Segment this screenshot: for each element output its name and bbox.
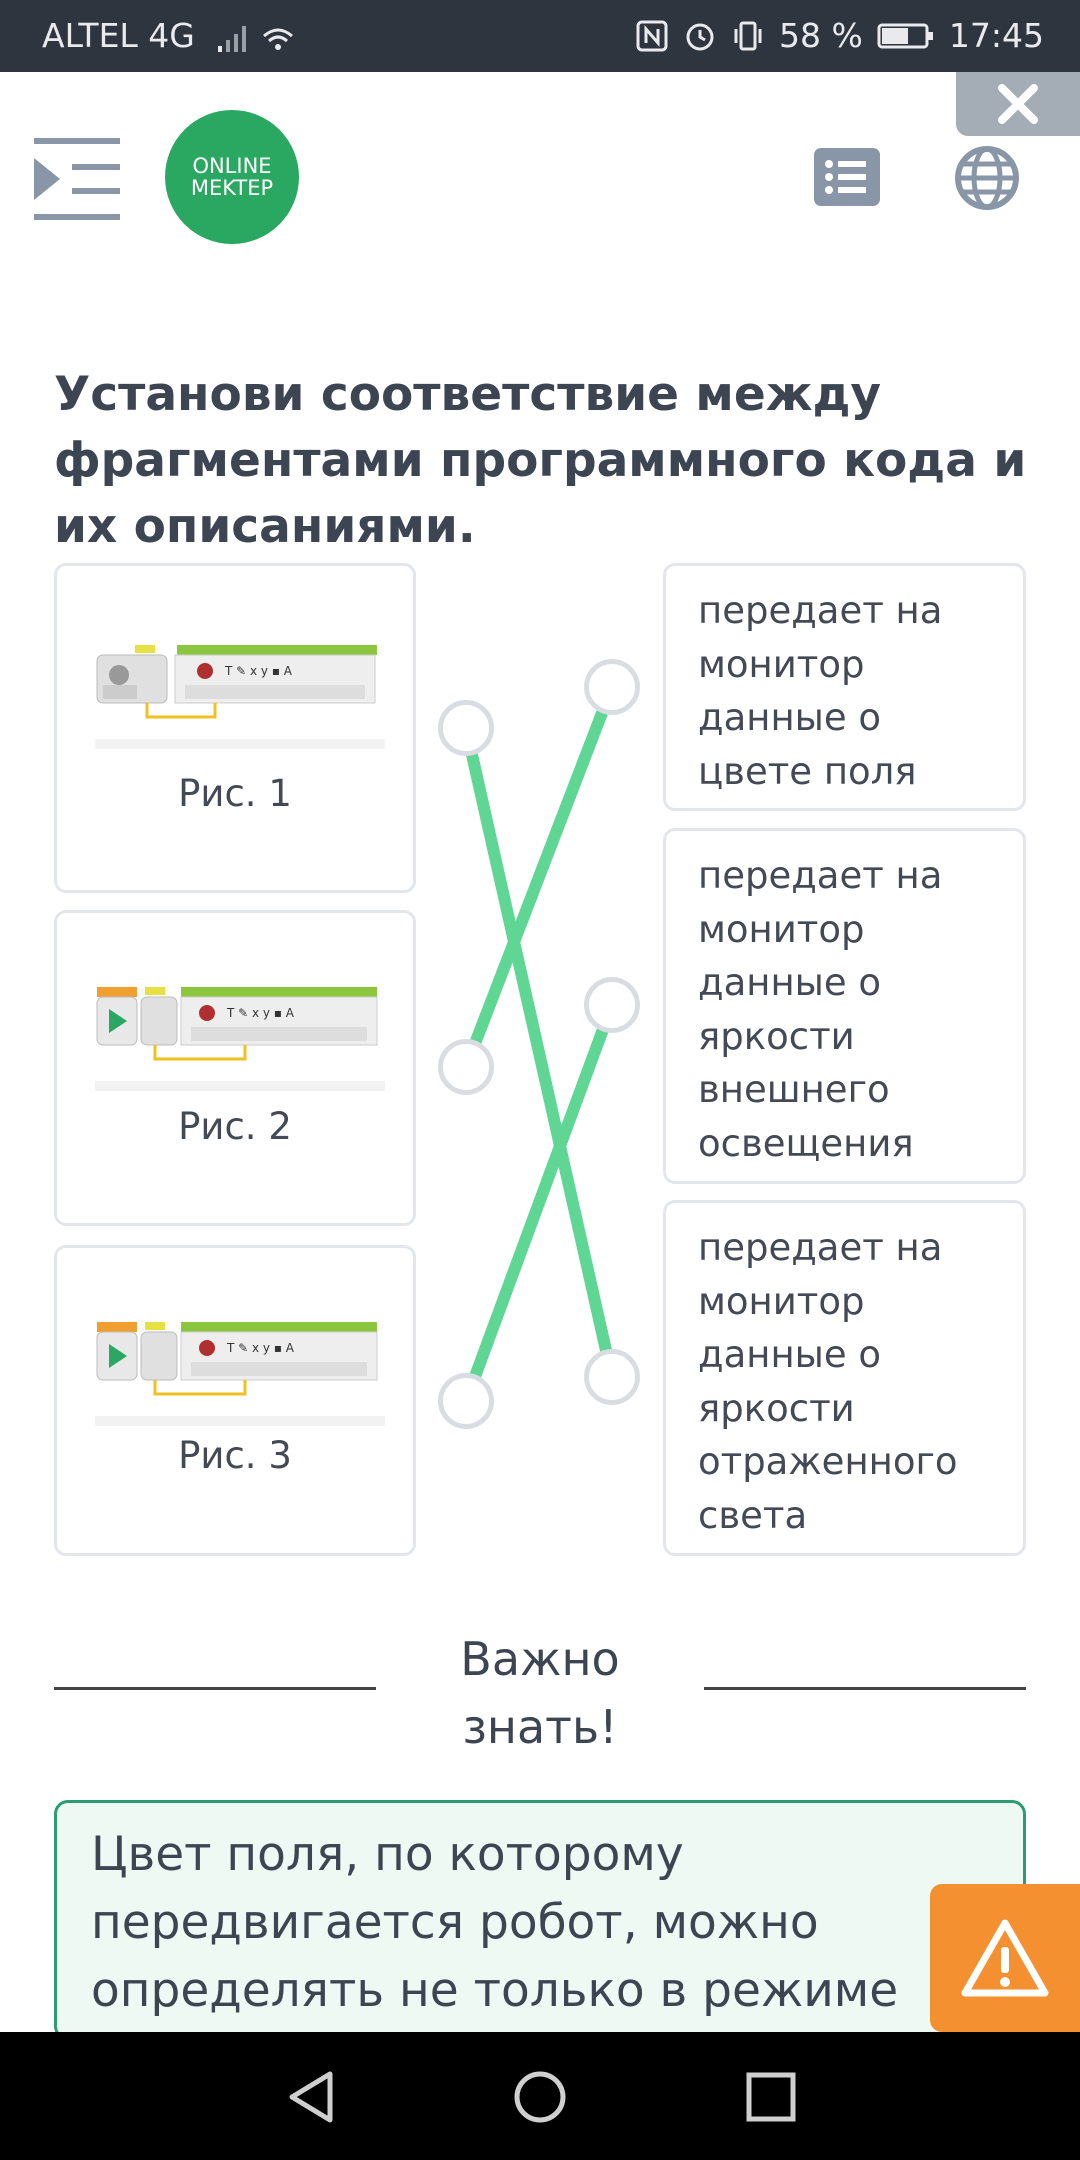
left-card-3[interactable]: T ✎ x y ▪ A Рис. 3: [54, 1245, 416, 1556]
divider-left: [54, 1687, 376, 1690]
question-text: Установи соответствие между фрагментами …: [54, 367, 1027, 554]
left-card-2[interactable]: T ✎ x y ▪ A Рис. 2: [54, 910, 416, 1226]
status-right: 58 % 17:45: [635, 16, 1044, 55]
app-header: [0, 72, 1080, 252]
program-block-image: T ✎ x y ▪ A: [95, 645, 385, 749]
home-icon[interactable]: [511, 2068, 569, 2126]
program-block-image: T ✎ x y ▪ A: [95, 987, 385, 1091]
info-text: Цвет поля, по которому передвигается роб…: [91, 1827, 899, 2018]
right-card-text: передает на монитор данные о цвете поля: [698, 589, 943, 793]
right-card-3[interactable]: передает на монитор данные о яркости отр…: [663, 1200, 1026, 1556]
left-card-label: Рис. 1: [178, 772, 292, 815]
nfc-icon: [636, 20, 668, 51]
list-icon: [825, 160, 866, 194]
left-connector-2[interactable]: [438, 1039, 494, 1095]
left-connector-3[interactable]: [438, 1373, 494, 1429]
status-bar: ALTEL 4G 58 %: [0, 0, 1080, 72]
recents-icon[interactable]: [742, 2068, 800, 2126]
program-block-image: T ✎ x y ▪ A: [95, 1322, 385, 1426]
system-nav-bar: [0, 2032, 1080, 2160]
warning-icon: [961, 1919, 1049, 1997]
right-card-text: передает на монитор данные о яркости отр…: [698, 1226, 958, 1537]
battery-percent: 58 %: [779, 16, 863, 55]
left-card-label: Рис. 3: [178, 1434, 292, 1477]
svg-text:T ✎ x y ▪ A: T ✎ x y ▪ A: [226, 1006, 295, 1020]
right-connector-2[interactable]: [584, 977, 640, 1033]
left-connector-1[interactable]: [438, 700, 494, 756]
right-card-2[interactable]: передает на монитор данные о яркости вне…: [663, 828, 1026, 1184]
report-button[interactable]: [930, 1884, 1080, 2032]
right-connector-3[interactable]: [584, 1349, 640, 1405]
alarm-icon: [686, 23, 714, 50]
clock: 17:45: [948, 16, 1044, 55]
right-card-1[interactable]: передает на монитор данные о цвете поля: [663, 563, 1026, 811]
menu-toggle-icon[interactable]: [34, 138, 122, 220]
globe-icon[interactable]: [954, 145, 1020, 211]
vibrate-icon: [734, 21, 762, 50]
svg-text:T ✎ x y ▪ A: T ✎ x y ▪ A: [224, 664, 293, 678]
divider-right: [704, 1687, 1026, 1690]
svg-text:T ✎ x y ▪ A: T ✎ x y ▪ A: [226, 1341, 295, 1355]
left-card-label: Рис. 2: [178, 1105, 292, 1148]
close-icon: [998, 84, 1038, 124]
left-card-1[interactable]: T ✎ x y ▪ A Рис. 1: [54, 563, 416, 893]
logo-line-2: MEKTEP: [190, 176, 274, 200]
logo-line-1: ONLINE: [192, 154, 272, 178]
right-card-text: передает на монитор данные о яркости вне…: [698, 854, 943, 1165]
important-title: Важно знать!: [460, 1632, 620, 1754]
signal-icon: [218, 26, 293, 52]
list-button[interactable]: [814, 148, 880, 206]
close-button[interactable]: [956, 72, 1080, 136]
back-icon[interactable]: [282, 2068, 340, 2126]
online-mektep-logo[interactable]: ONLINE MEKTEP: [165, 110, 299, 244]
battery-icon: [877, 23, 933, 48]
right-connector-1[interactable]: [584, 659, 640, 715]
carrier-label: ALTEL 4G: [42, 16, 195, 55]
info-box: Цвет поля, по которому передвигается роб…: [54, 1800, 1026, 2040]
